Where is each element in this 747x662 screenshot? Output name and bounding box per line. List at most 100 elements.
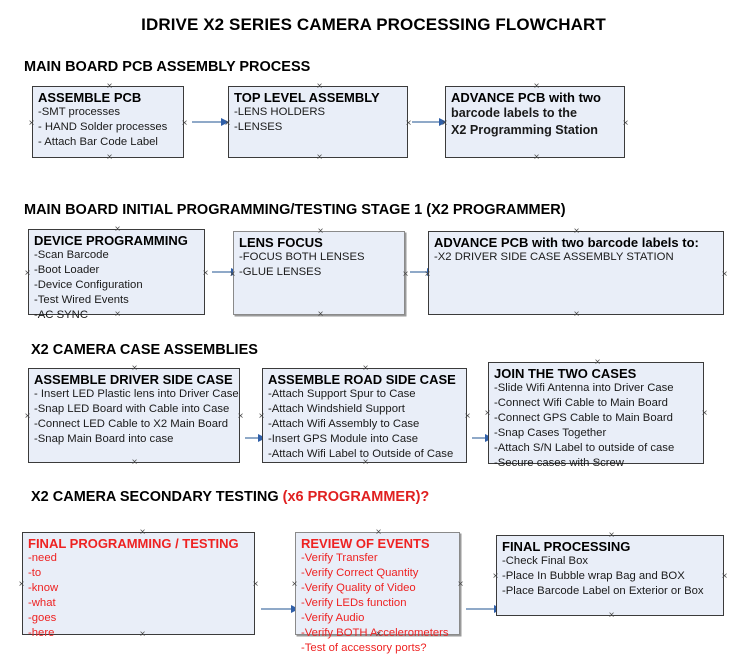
node-lens-focus[interactable]: LENS FOCUS -FOCUS BOTH LENSES -GLUE LENS…: [233, 231, 405, 315]
connection-handle-left[interactable]: [257, 412, 266, 421]
connection-handle-top[interactable]: [361, 364, 370, 373]
node-final-programming-testing[interactable]: FINAL PROGRAMMING / TESTING -need -to -k…: [22, 532, 255, 639]
node-advance-pcb-programming-station[interactable]: ADVANCE PCB with two barcode labels to t…: [445, 86, 625, 158]
connection-handle-top[interactable]: [593, 358, 602, 367]
connection-handle-left[interactable]: [483, 409, 492, 418]
node-line: -Secure cases with Screw: [494, 457, 624, 470]
connection-handle-bottom[interactable]: [361, 458, 370, 467]
section-header-main-board-initial-programming: MAIN BOARD INITIAL PROGRAMMING/TESTING S…: [24, 202, 566, 218]
connector-assemble-pcb-to-top-level-assembly: [192, 117, 229, 126]
connection-handle-right[interactable]: [401, 270, 410, 279]
connection-handle-right[interactable]: [700, 409, 709, 418]
connection-handle-right[interactable]: [720, 270, 729, 279]
node-title: TOP LEVEL ASSEMBLY: [234, 90, 380, 105]
node-line: -Snap Cases Together: [494, 427, 607, 440]
node-line: -Connect LED Cable to X2 Main Board: [34, 418, 229, 431]
connection-handle-bottom[interactable]: [316, 310, 325, 319]
node-line: barcode labels to the: [451, 106, 577, 121]
node-line: -Verify Correct Quantity: [301, 567, 419, 580]
connection-handle-left[interactable]: [223, 119, 232, 128]
connection-handle-left[interactable]: [228, 270, 237, 279]
connection-handle-bottom[interactable]: [315, 153, 324, 162]
node-review-of-events[interactable]: REVIEW OF EVENTS -Verify Transfer -Verif…: [295, 532, 460, 654]
connection-handle-bottom[interactable]: [607, 611, 616, 620]
node-title: ASSEMBLE PCB: [38, 90, 142, 105]
node-line: -know: [28, 582, 59, 595]
node-line: -Place Barcode Label on Exterior or Box: [502, 585, 704, 598]
connection-handle-bottom[interactable]: [138, 630, 147, 639]
section-header-label: X2 CAMERA CASE ASSEMBLIES: [31, 342, 258, 358]
connection-handle-left[interactable]: [23, 269, 32, 278]
connection-handle-top[interactable]: [532, 82, 541, 91]
connection-handle-right[interactable]: [236, 412, 245, 421]
node-assemble-road-side-case[interactable]: ASSEMBLE ROAD SIDE CASE -Attach Support …: [262, 368, 467, 463]
node-device-programming[interactable]: DEVICE PROGRAMMING -Scan Barcode -Boot L…: [28, 229, 205, 321]
connection-handle-left[interactable]: [491, 572, 500, 581]
node-line: - HAND Solder processes: [38, 121, 168, 134]
connection-handle-bottom[interactable]: [374, 630, 383, 639]
node-line: -SMT processes: [38, 106, 121, 119]
node-line: -LENSES: [234, 121, 283, 134]
node-line: -Test Wired Events: [34, 294, 129, 307]
connection-handle-top[interactable]: [105, 82, 114, 91]
node-line: -Verify Quality of Video: [301, 582, 416, 595]
connector-top-level-assembly-to-advance-pcb: [412, 117, 447, 126]
node-assemble-pcb[interactable]: ASSEMBLE PCB -SMT processes - HAND Solde…: [32, 86, 184, 158]
node-line: -Attach Windshield Support: [268, 403, 405, 416]
connection-handle-right[interactable]: [456, 580, 465, 589]
connection-handle-top[interactable]: [572, 227, 581, 236]
connection-handle-bottom[interactable]: [572, 310, 581, 319]
connection-handle-right[interactable]: [720, 572, 729, 581]
connector-road-case-to-join-cases: [472, 433, 493, 442]
connection-handle-bottom[interactable]: [113, 310, 122, 319]
connection-handle-top[interactable]: [607, 531, 616, 540]
node-title: REVIEW OF EVENTS: [301, 536, 430, 551]
connection-handle-top[interactable]: [113, 225, 122, 234]
connection-handle-top[interactable]: [374, 528, 383, 537]
node-top-level-assembly[interactable]: TOP LEVEL ASSEMBLY -LENS HOLDERS -LENSES: [228, 86, 408, 158]
node-line: -X2 DRIVER SIDE CASE ASSEMBLY STATION: [434, 251, 674, 264]
connection-handle-top[interactable]: [316, 227, 325, 236]
connection-handle-top[interactable]: [315, 82, 324, 91]
connection-handle-left[interactable]: [423, 270, 432, 279]
connection-handle-left[interactable]: [17, 580, 26, 589]
connection-handle-left[interactable]: [440, 119, 449, 128]
section-header-label: MAIN BOARD PCB ASSEMBLY PROCESS: [24, 59, 311, 75]
node-title: ADVANCE PCB with two: [451, 90, 601, 105]
section-header-x2-camera-secondary-testing: X2 CAMERA SECONDARY TESTING (x6 PROGRAMM…: [31, 489, 429, 505]
connection-handle-right[interactable]: [463, 412, 472, 421]
node-line: - Insert LED Plastic lens into Driver Ca…: [34, 388, 239, 401]
connection-handle-bottom[interactable]: [593, 459, 602, 468]
node-line: -to: [28, 567, 42, 580]
node-line: -Attach Wifi Assembly to Case: [268, 418, 420, 431]
page-title: IDRIVE X2 SERIES CAMERA PROCESSING FLOWC…: [141, 15, 606, 34]
node-line: X2 Programming Station: [451, 123, 598, 138]
connection-handle-left[interactable]: [23, 412, 32, 421]
node-line: -Snap Main Board into case: [34, 433, 174, 446]
connection-handle-right[interactable]: [251, 580, 260, 589]
node-advance-pcb-driver-case-station[interactable]: ADVANCE PCB with two barcode labels to: …: [428, 231, 724, 315]
node-line: -Connect Wifi Cable to Main Board: [494, 397, 668, 410]
node-line: -Attach S/N Label to outside of case: [494, 442, 675, 455]
connection-handle-bottom[interactable]: [105, 153, 114, 162]
node-line: -FOCUS BOTH LENSES: [239, 251, 365, 264]
connection-handle-bottom[interactable]: [130, 458, 139, 467]
node-line: -LENS HOLDERS: [234, 106, 326, 119]
node-title: FINAL PROGRAMMING / TESTING: [28, 536, 239, 551]
connection-handle-right[interactable]: [180, 119, 189, 128]
connection-handle-left[interactable]: [290, 580, 299, 589]
node-join-the-two-cases[interactable]: JOIN THE TWO CASES -Slide Wifi Antenna i…: [488, 362, 704, 469]
connection-handle-top[interactable]: [130, 364, 139, 373]
connection-handle-right[interactable]: [201, 269, 210, 278]
connection-handle-top[interactable]: [138, 528, 147, 537]
node-line: -Check Final Box: [502, 555, 589, 568]
node-line: -need: [28, 552, 57, 565]
section-header-main-board-pcb-assembly: MAIN BOARD PCB ASSEMBLY PROCESS: [24, 59, 310, 75]
node-final-processing[interactable]: FINAL PROCESSING -Check Final Box -Place…: [496, 535, 724, 616]
connection-handle-bottom[interactable]: [532, 153, 541, 162]
node-line: -Device Configuration: [34, 279, 143, 292]
connection-handle-left[interactable]: [27, 119, 36, 128]
connection-handle-right[interactable]: [621, 119, 630, 128]
node-line: - Attach Bar Code Label: [38, 136, 158, 149]
node-assemble-driver-side-case[interactable]: ASSEMBLE DRIVER SIDE CASE - Insert LED P…: [28, 368, 240, 463]
